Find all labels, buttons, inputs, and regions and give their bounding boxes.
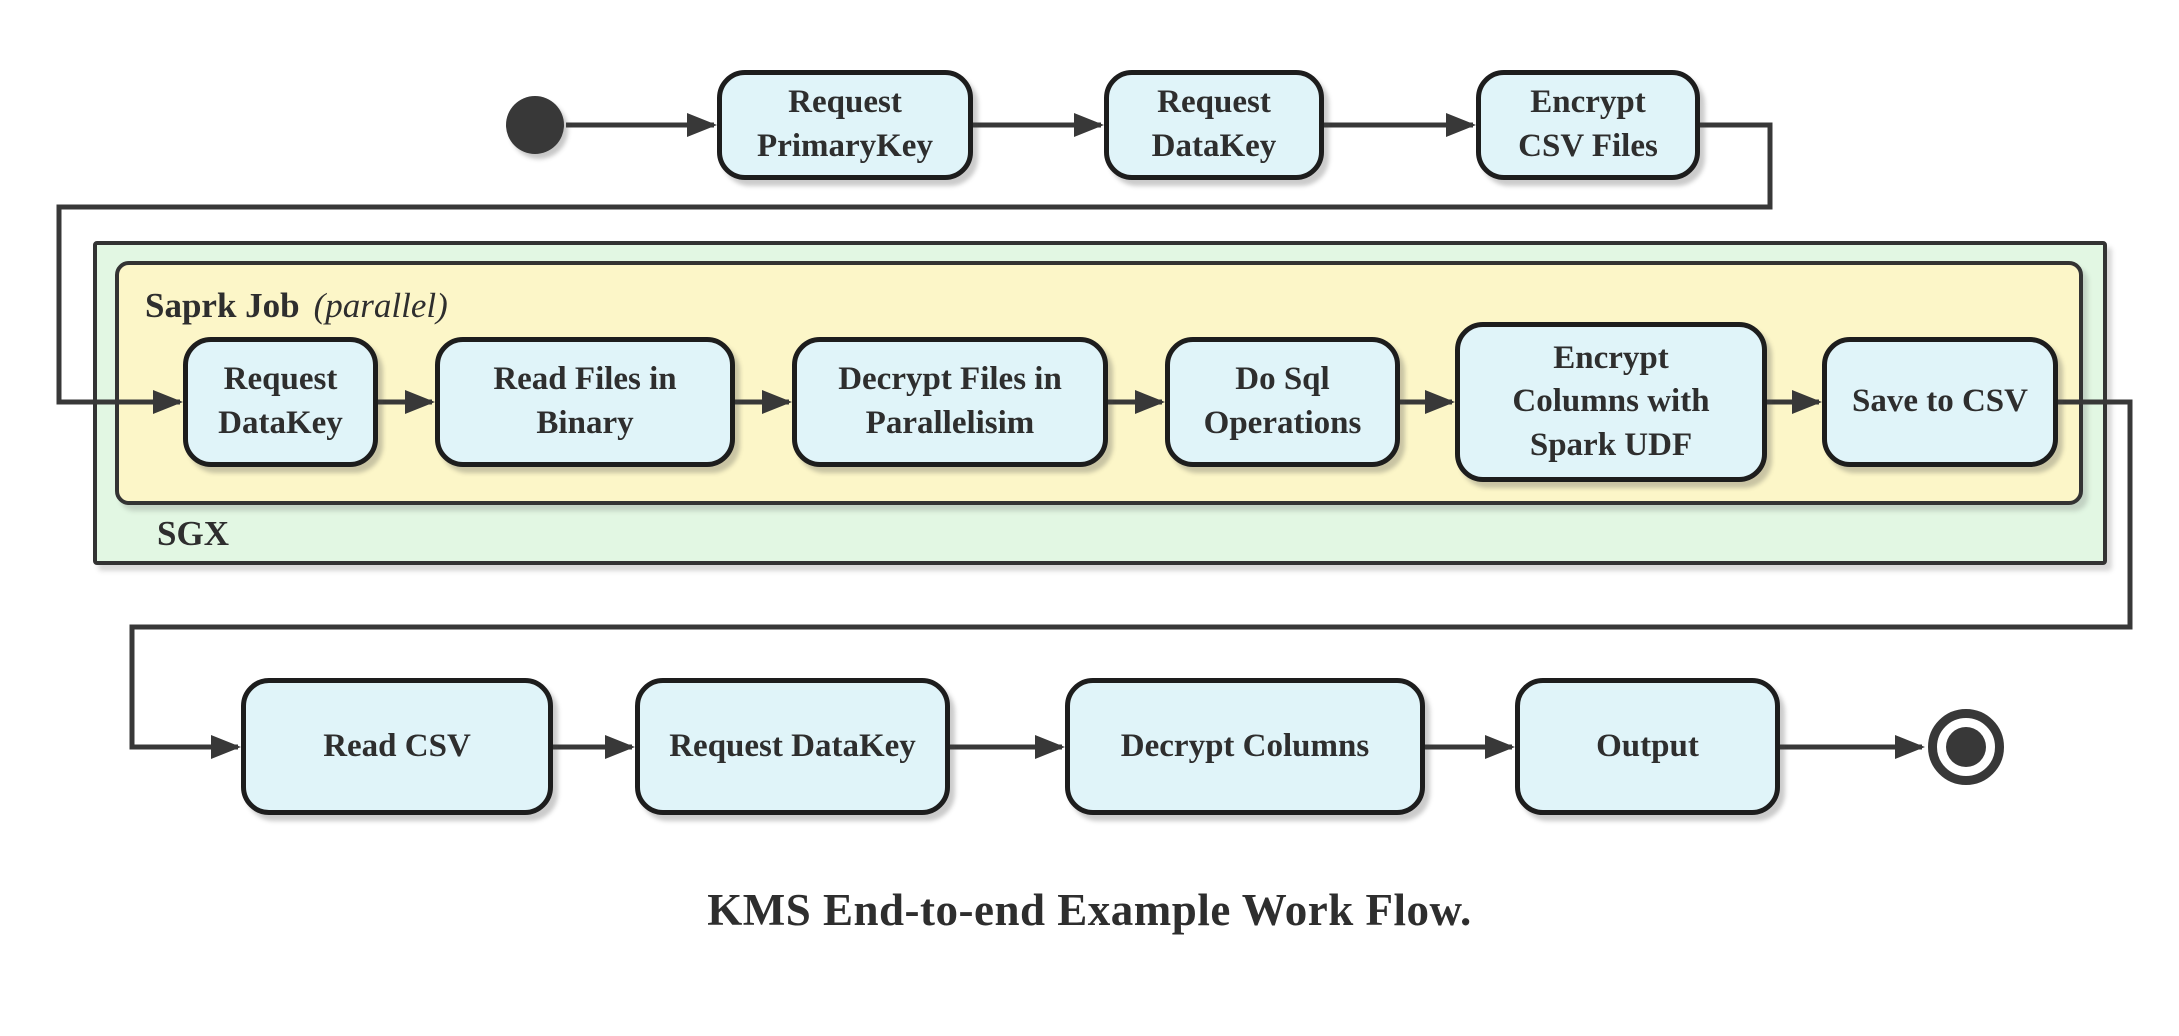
end-state-inner-dot: [1946, 727, 1986, 767]
node-label: Decrypt Files in Parallelisim: [838, 361, 1062, 441]
node-save-to-csv: Save to CSV: [1822, 337, 2058, 467]
node-read-csv: Read CSV: [241, 678, 553, 815]
node-encrypt-csv-files: Encrypt CSV Files: [1476, 70, 1700, 180]
node-decrypt-columns: Decrypt Columns: [1065, 678, 1425, 815]
node-label: Encrypt Columns with Spark UDF: [1512, 339, 1710, 463]
node-label: Do Sql Operations: [1203, 361, 1362, 441]
edge-encrypt-csv-to-sgx-request-datakey: [56, 122, 1773, 414]
node-label: Request DataKey: [1151, 84, 1277, 164]
sgx-label: SGX: [157, 514, 229, 553]
node-encrypt-columns-with-spark-udf: Encrypt Columns with Spark UDF: [1455, 322, 1767, 482]
spark-job-label: Saprk Job (parallel): [145, 286, 448, 326]
spark-job-parallel-note: (parallel): [313, 286, 448, 325]
node-request-primarykey: Request PrimaryKey: [717, 70, 973, 180]
start-state-circle: [506, 96, 564, 154]
node-request-datakey-top: Request DataKey: [1104, 70, 1324, 180]
node-request-datakey-sgx: Request DataKey: [183, 337, 378, 467]
edge-save-csv-to-read-csv: [129, 399, 2133, 759]
node-read-files-in-binary: Read Files in Binary: [435, 337, 735, 467]
node-label: Read CSV: [323, 727, 471, 764]
node-label: Request DataKey: [669, 727, 916, 764]
node-label: Read Files in Binary: [493, 361, 677, 441]
node-output: Output: [1515, 678, 1780, 815]
diagram-caption: KMS End-to-end Example Work Flow.: [707, 885, 1472, 935]
node-request-datakey-bottom: Request DataKey: [635, 678, 950, 815]
end-state-circle: [1928, 709, 2004, 785]
node-decrypt-files-in-parallelism: Decrypt Files in Parallelisim: [792, 337, 1108, 467]
node-label: Encrypt CSV Files: [1518, 84, 1658, 164]
node-label: Save to CSV: [1851, 383, 2028, 420]
spark-job-title: Saprk Job: [145, 286, 300, 325]
node-label: Decrypt Columns: [1120, 727, 1370, 764]
node-label: Output: [1596, 727, 1699, 764]
node-label: Request PrimaryKey: [757, 84, 933, 164]
node-do-sql-operations: Do Sql Operations: [1165, 337, 1400, 467]
node-label: Request DataKey: [218, 361, 343, 441]
